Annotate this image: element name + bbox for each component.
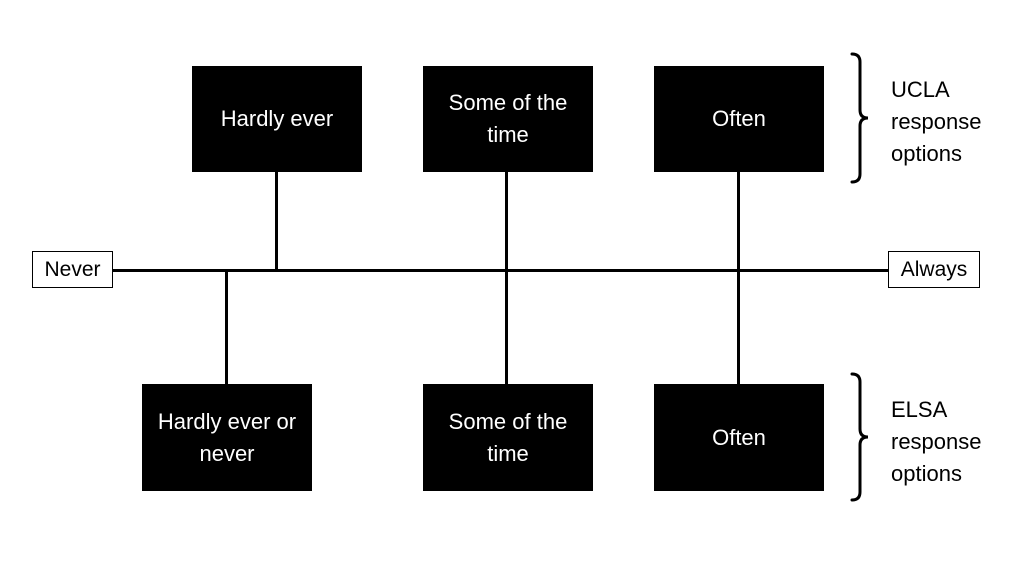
ucla-brace — [850, 52, 869, 184]
elsa-brace — [850, 372, 869, 502]
ucla-connector-hardly-ever — [275, 171, 278, 270]
ucla-connector-often — [737, 171, 740, 270]
ucla-label-line-1: UCLA — [891, 77, 950, 102]
elsa-option-often: Often — [654, 384, 824, 491]
ucla-group-label: UCLA response options — [891, 74, 1011, 170]
scale-axis-line — [112, 269, 889, 272]
ucla-label-line-3: options — [891, 141, 962, 166]
elsa-label-line-3: options — [891, 461, 962, 486]
elsa-label-line-1: ELSA — [891, 397, 948, 422]
elsa-group-label: ELSA response options — [891, 394, 1011, 490]
elsa-connector-some-of-the-time — [505, 270, 508, 385]
scale-min-label: Never — [32, 251, 113, 288]
elsa-option-hardly-ever-or-never: Hardly ever or never — [142, 384, 312, 491]
scale-max-label: Always — [888, 251, 980, 288]
ucla-connector-some-of-the-time — [505, 171, 508, 270]
elsa-connector-often — [737, 270, 740, 385]
elsa-label-line-2: response — [891, 429, 982, 454]
elsa-connector-hardly-ever-or-never — [225, 270, 228, 385]
ucla-option-some-of-the-time: Some of the time — [423, 66, 593, 172]
elsa-option-some-of-the-time: Some of the time — [423, 384, 593, 491]
ucla-label-line-2: response — [891, 109, 982, 134]
ucla-option-often: Often — [654, 66, 824, 172]
ucla-option-hardly-ever: Hardly ever — [192, 66, 362, 172]
